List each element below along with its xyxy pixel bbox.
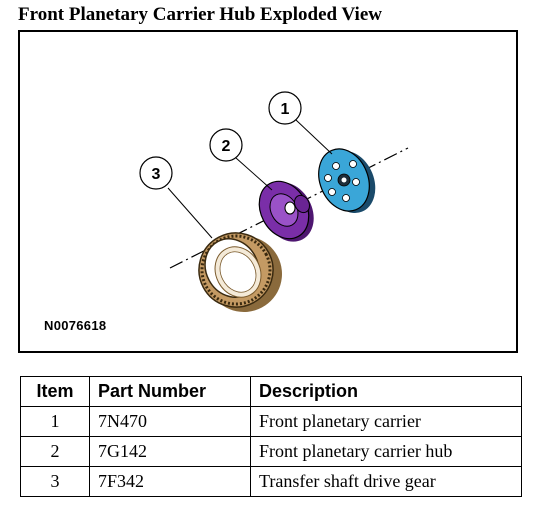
parts-table: Item Part Number Description 1 7N470 Fro… — [20, 376, 522, 497]
callout-3: 3 — [139, 156, 173, 190]
front-planetary-carrier-hub — [258, 180, 314, 242]
header-item: Item — [20, 376, 90, 407]
header-description: Description — [250, 376, 522, 407]
cell-part-number: 7N470 — [89, 406, 251, 437]
cell-part-number: 7F342 — [89, 466, 251, 497]
callout-1: 1 — [268, 91, 302, 125]
exploded-view-figure: 1 2 3 N0076618 — [18, 30, 518, 353]
table-header-row: Item Part Number Description — [20, 376, 522, 407]
transfer-shaft-drive-gear — [198, 232, 282, 312]
cell-description: Front planetary carrier — [250, 406, 522, 437]
figure-code: N0076618 — [44, 318, 107, 333]
leader-line-2 — [235, 157, 273, 191]
leader-line-1 — [295, 119, 333, 155]
cell-item: 3 — [20, 466, 90, 497]
callout-2: 2 — [209, 128, 243, 162]
svg-text:2: 2 — [222, 138, 231, 155]
svg-text:3: 3 — [152, 166, 161, 183]
cell-description: Transfer shaft drive gear — [250, 466, 522, 497]
svg-text:1: 1 — [281, 101, 290, 118]
leader-line-3 — [167, 187, 213, 239]
table-row: 2 7G142 Front planetary carrier hub — [20, 436, 522, 467]
cell-part-number: 7G142 — [89, 436, 251, 467]
header-part-number: Part Number — [89, 376, 251, 407]
cell-description: Front planetary carrier hub — [250, 436, 522, 467]
page-title: Front Planetary Carrier Hub Exploded Vie… — [18, 4, 382, 25]
front-planetary-carrier — [318, 148, 376, 214]
cell-item: 2 — [20, 436, 90, 467]
exploded-view-illustration: 1 2 3 — [139, 91, 409, 312]
table-row: 3 7F342 Transfer shaft drive gear — [20, 466, 522, 497]
cell-item: 1 — [20, 406, 90, 437]
table-row: 1 7N470 Front planetary carrier — [20, 406, 522, 437]
